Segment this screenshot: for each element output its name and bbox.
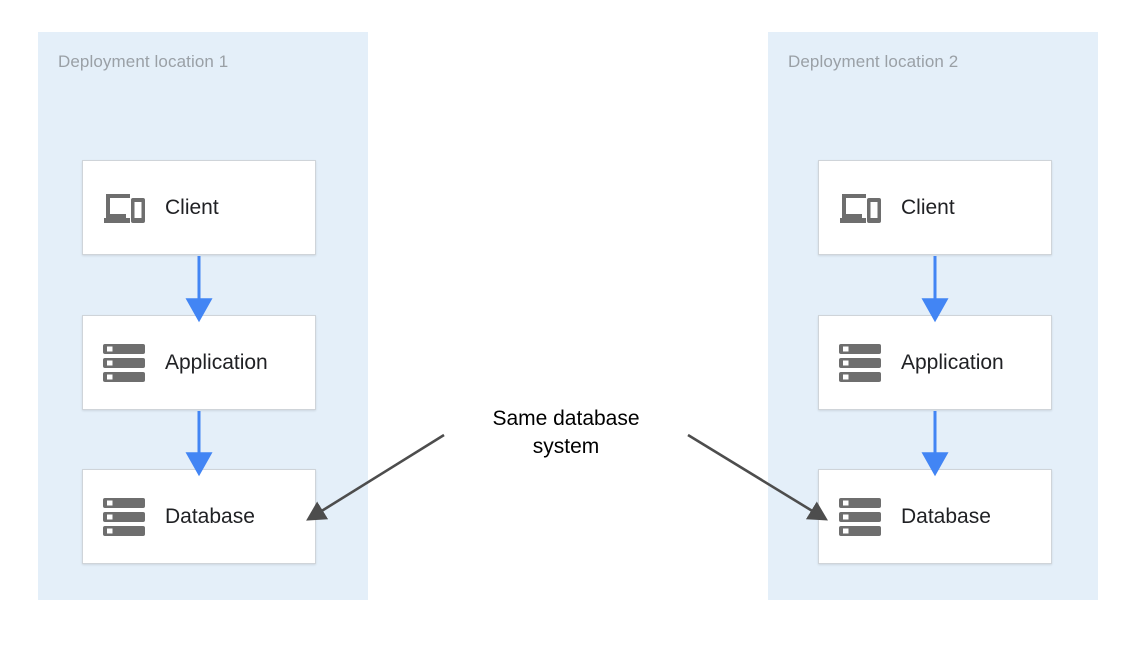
node-label: Client xyxy=(901,195,955,219)
node-client-zone-1[interactable]: Client xyxy=(82,160,316,255)
node-database-zone-2[interactable]: Database xyxy=(818,469,1052,564)
node-label: Application xyxy=(901,350,1004,374)
annotation-line-2: system xyxy=(532,435,600,458)
node-application-zone-1[interactable]: Application xyxy=(82,315,316,410)
node-label: Client xyxy=(165,195,219,219)
server-icon xyxy=(837,494,883,540)
devices-icon xyxy=(101,185,147,231)
zone-1-label: Deployment location 1 xyxy=(58,52,229,71)
server-icon xyxy=(837,340,883,386)
node-label: Database xyxy=(165,504,255,528)
server-icon xyxy=(101,494,147,540)
annotation-label: Same database system xyxy=(466,405,666,461)
node-label: Application xyxy=(165,350,268,374)
node-application-zone-2[interactable]: Application xyxy=(818,315,1052,410)
node-client-zone-2[interactable]: Client xyxy=(818,160,1052,255)
node-label: Database xyxy=(901,504,991,528)
annotation-line-1: Same database xyxy=(492,407,640,430)
server-icon xyxy=(101,340,147,386)
zone-2-label: Deployment location 2 xyxy=(788,52,959,71)
node-database-zone-1[interactable]: Database xyxy=(82,469,316,564)
devices-icon xyxy=(837,185,883,231)
